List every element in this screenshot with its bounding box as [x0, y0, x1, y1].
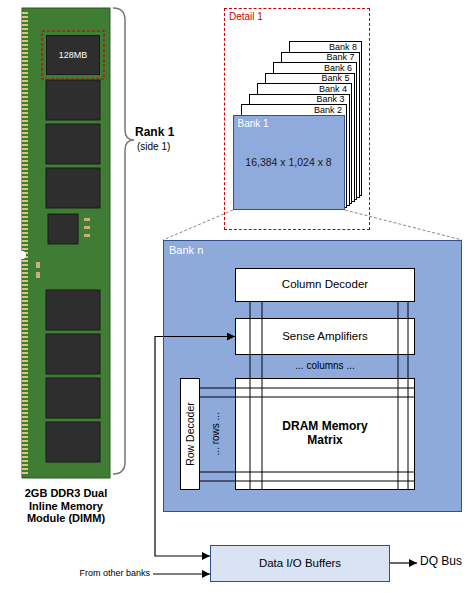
- bus-label: DQ Bus: [420, 555, 462, 569]
- circuit-block: Sense Amplifiers: [235, 318, 415, 355]
- memory-chip: 128MB: [46, 35, 100, 75]
- bank-label: Bank 6: [324, 64, 352, 73]
- chip-highlight: [42, 31, 104, 79]
- bank-detail-box: Bank n Column DecoderSense AmplifiersRow …: [163, 240, 462, 512]
- output-arrow: [390, 562, 417, 563]
- zoom-line: [163, 210, 233, 240]
- module-caption: 2GB DDR3 Dual Inline Memory Module (DIMM…: [10, 487, 122, 525]
- input-label: From other banks: [79, 568, 150, 578]
- data-path: [155, 337, 235, 557]
- detail-title: Detail 1: [229, 12, 263, 22]
- rank-side: (side 1): [137, 141, 170, 153]
- block-label: Data I/O Buffers: [259, 557, 341, 570]
- bank-label: Bank n: [169, 245, 203, 256]
- rank-label: Rank 1: [135, 126, 174, 140]
- memory-chips: [46, 80, 100, 462]
- zoom-line: [345, 210, 462, 240]
- row-lines: [200, 388, 415, 481]
- key-notch: [18, 251, 26, 259]
- memory-matrix: DRAM Memory Matrix: [235, 378, 415, 490]
- block-label: Sense Amplifiers: [282, 330, 368, 343]
- io-buffer-box: Data I/O Buffers: [210, 545, 390, 582]
- input-arrow: [153, 573, 210, 574]
- bank-label: Bank 7: [326, 53, 354, 62]
- small-components: [36, 218, 90, 278]
- column-lines: [250, 302, 408, 490]
- bank-label: Bank 8: [329, 43, 357, 52]
- row-decoder-box: Row Decoder: [180, 378, 200, 490]
- bank-label: Bank 1: [238, 119, 269, 129]
- block-label: Row Decoder: [184, 402, 196, 466]
- bank-box: Bank 1 16,384 x 1,024 x 8: [233, 115, 345, 210]
- columns-label: ... columns ...: [280, 360, 370, 372]
- bank-fill: [163, 240, 462, 512]
- detail-frame: Detail 1Bank 8Bank 7Bank 6Bank 5Bank 4Ba…: [224, 8, 370, 230]
- block-label: Column Decoder: [282, 278, 368, 291]
- block-label: DRAM Memory Matrix: [280, 420, 370, 448]
- chip-label: 128MB: [59, 50, 88, 60]
- bank-label: Bank 2: [314, 106, 342, 115]
- edge-pins: [22, 12, 28, 474]
- bank-label: Bank 3: [316, 95, 344, 104]
- circuit-block: Column Decoder: [235, 268, 415, 302]
- bank-label: Bank 5: [321, 74, 349, 83]
- rows-label: ... rows ...: [210, 412, 222, 455]
- rank-bracket: [113, 8, 134, 474]
- bank-label: Bank 4: [319, 85, 347, 94]
- pcb-board: [22, 8, 110, 478]
- bank-dimensions: 16,384 x 1,024 x 8: [245, 156, 331, 168]
- inner-box-fills: [180, 268, 415, 490]
